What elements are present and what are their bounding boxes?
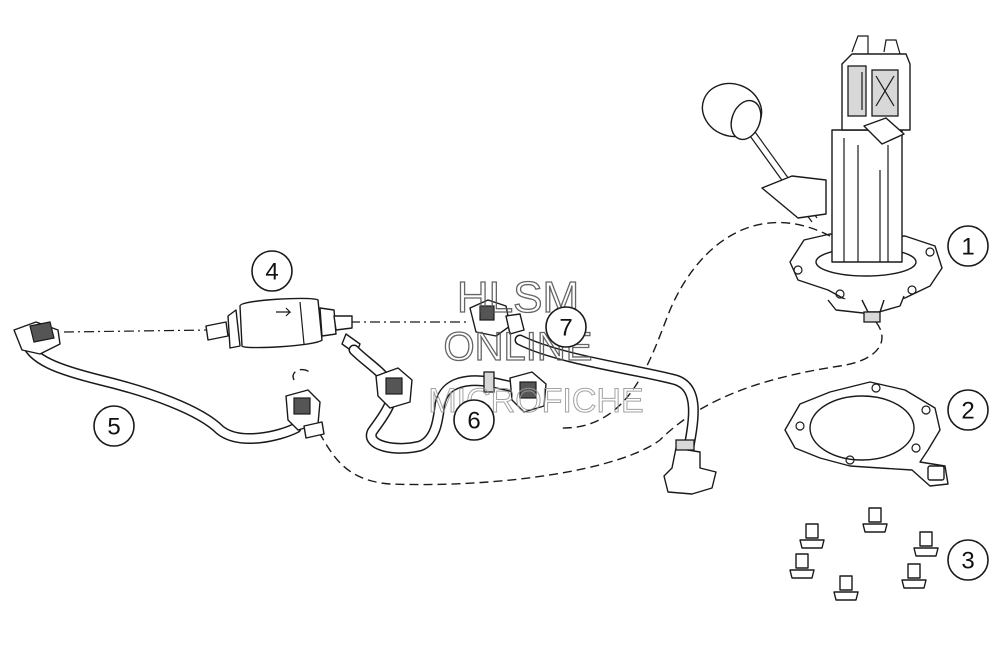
fuel-pump-module-icon[interactable] <box>695 35 943 323</box>
float-icon <box>701 82 763 141</box>
screw-set-icon[interactable] <box>789 507 939 601</box>
callout-7-label: 7 <box>559 315 572 342</box>
screw-icon <box>901 563 927 589</box>
callout-2[interactable]: 2 <box>947 389 989 431</box>
callout-3-label: 3 <box>961 548 974 575</box>
fuel-line-icon[interactable] <box>13 321 325 445</box>
gasket-icon[interactable] <box>784 381 949 487</box>
callout-7[interactable]: 7 <box>545 306 587 348</box>
routing-lines <box>63 221 883 486</box>
wire-harness-icon[interactable] <box>469 299 717 495</box>
screw-icon <box>862 507 888 533</box>
callout-6[interactable]: 6 <box>453 399 495 441</box>
callout-2-label: 2 <box>961 398 974 425</box>
fuel-hose-icon[interactable] <box>341 333 547 454</box>
callout-4[interactable]: 4 <box>251 250 293 292</box>
callout-4-label: 4 <box>265 259 278 286</box>
screw-icon <box>789 553 815 579</box>
watermark: HLSM ONLINE MICROFICHE <box>428 272 644 420</box>
screw-icon <box>913 531 939 557</box>
screw-icon <box>799 523 825 549</box>
callout-3[interactable]: 3 <box>947 539 989 581</box>
callout-1-label: 1 <box>961 234 974 261</box>
callout-5[interactable]: 5 <box>93 405 135 447</box>
callout-1[interactable]: 1 <box>947 225 989 267</box>
callout-5-label: 5 <box>107 414 120 441</box>
callout-6-label: 6 <box>467 408 480 435</box>
screw-icon <box>833 575 859 601</box>
fuel-filter-icon[interactable] <box>205 297 353 349</box>
